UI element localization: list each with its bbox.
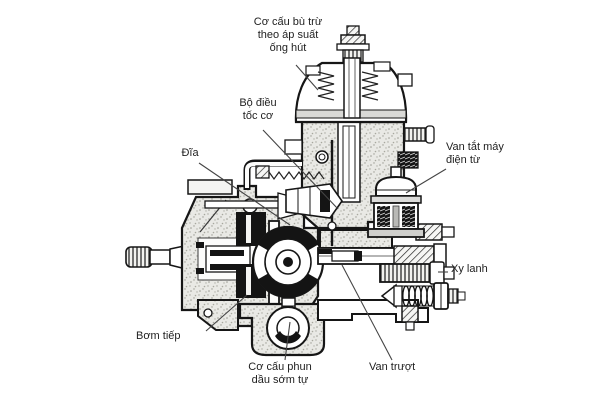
label-line: điện từ	[446, 154, 481, 166]
label-line: dầu sớm tự	[251, 374, 309, 386]
governor-assembly	[204, 165, 343, 220]
label-line: Đĩa	[181, 147, 199, 159]
label-line: Cơ cấu bù trừ	[253, 16, 323, 28]
cylinder-barrel	[379, 261, 455, 285]
label-slide-valve: Van trượt	[369, 361, 415, 374]
label-line: Xy lanh	[451, 263, 488, 275]
label-timing-advance: Cơ cấu phun dầu sớm tự	[225, 361, 335, 387]
leader-solenoid	[405, 168, 447, 194]
label-line: theo áp suất	[257, 29, 319, 41]
leader-governor	[262, 129, 339, 210]
label-line: Bơm tiếp	[136, 330, 181, 342]
label-disc: Đĩa	[172, 147, 208, 160]
leader-slide-valve	[341, 264, 393, 361]
solenoid-valve	[367, 166, 425, 238]
label-solenoid: Van tắt máy điện từ	[446, 141, 504, 167]
label-line: Van trượt	[369, 361, 416, 373]
timing-advance-housing	[197, 297, 336, 357]
slide-valve	[331, 250, 362, 262]
label-line: Bộ điều	[239, 97, 277, 109]
label-compensator: Cơ cấu bù trừ theo áp suất ống hút	[232, 16, 344, 55]
roller-ring-hub	[251, 225, 325, 299]
leader-lines	[198, 64, 448, 361]
label-line: ống hút	[269, 42, 307, 54]
delivery-valve	[380, 282, 466, 331]
label-governor: Bộ điều tốc cơ	[222, 97, 294, 123]
label-feed-pump: Bơm tiếp	[136, 330, 181, 343]
leader-timing-advance	[284, 321, 291, 361]
label-line: tốc cơ	[242, 110, 274, 122]
leader-compensator	[295, 64, 319, 91]
label-cylinder: Xy lanh	[451, 263, 488, 276]
label-line: Van tắt máy	[446, 141, 504, 153]
cam-roller-blocks	[236, 212, 266, 298]
label-line: Cơ cấu phun	[248, 361, 312, 373]
leader-disc	[198, 162, 291, 226]
leader-feed-pump	[205, 294, 248, 332]
pressure-compensator	[294, 25, 413, 124]
